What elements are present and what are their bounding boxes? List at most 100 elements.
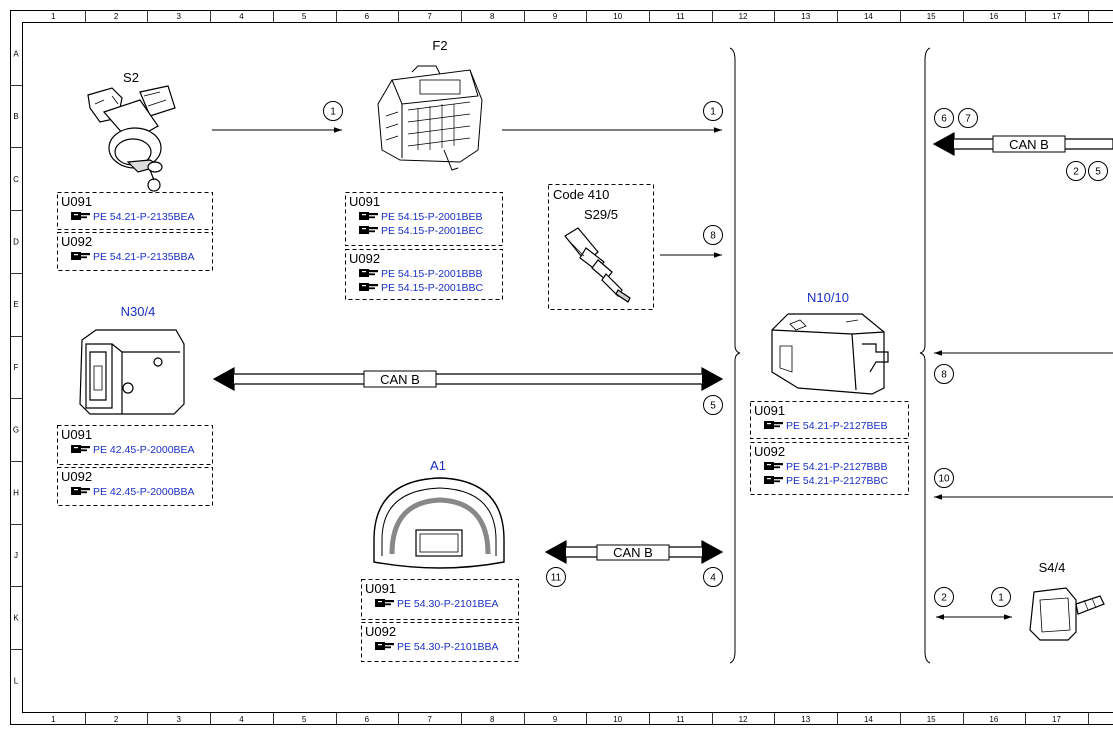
pointing-hand-icon [764, 476, 783, 484]
reference-link[interactable]: PE 54.21-P-2135BEA [93, 211, 195, 223]
variant-code: U091 [61, 427, 92, 442]
connection-marker: 11 [546, 567, 566, 587]
grid-column-label: 10 [613, 12, 622, 21]
connection-number: 1 [710, 107, 716, 118]
pointing-hand-icon [359, 212, 378, 220]
reference-link[interactable]: PE 54.21-P-2127BEB [786, 420, 888, 432]
pointing-hand-icon [359, 226, 378, 234]
n10-10-module-drawing [771, 313, 889, 395]
reference-link[interactable]: PE 54.21-P-2127BBB [786, 461, 888, 473]
component-label-s29-5: S29/5 [584, 207, 618, 222]
connection-marker: 5 [1088, 161, 1108, 181]
grid-column-label: 5 [302, 715, 307, 724]
s29-5-switch-drawing [564, 227, 631, 303]
connection-number: 5 [710, 401, 716, 412]
grid-column-label: 17 [1052, 715, 1061, 724]
grid-column-label: 4 [239, 12, 244, 21]
connection-marker: 5 [703, 395, 723, 415]
pointing-hand-icon [359, 283, 378, 291]
grid-column-label: 12 [739, 715, 748, 724]
grid-column-label: 4 [239, 715, 244, 724]
reference-link[interactable]: PE 42.45-P-2000BEA [93, 444, 195, 456]
n30-4-module-drawing [79, 329, 185, 415]
connection-number: 11 [551, 573, 562, 584]
variant-code: U091 [754, 403, 785, 418]
f2-fuse-box-drawing [377, 65, 483, 171]
pointing-hand-icon [764, 462, 783, 470]
reference-link[interactable]: PE 42.45-P-2000BBA [93, 486, 195, 498]
grid-column-label: 6 [365, 715, 370, 724]
grid-column-label: 17 [1052, 12, 1061, 21]
can-bus-label-right: CAN B [1009, 137, 1049, 152]
grid-column-label: 3 [177, 12, 182, 21]
connection-number: 1 [330, 107, 336, 118]
grid-column-label: 12 [739, 12, 748, 21]
s2-switch-drawing [87, 85, 176, 192]
connection-number: 10 [938, 474, 950, 485]
reference-link[interactable]: PE 54.15-P-2001BBB [381, 268, 483, 280]
reference-link[interactable]: PE 54.21-P-2127BBC [786, 475, 889, 487]
connection-number: 4 [710, 573, 716, 584]
grid-column-label: 1 [51, 715, 56, 724]
grid-column-label: 3 [177, 715, 182, 724]
grid-column-label: 16 [989, 12, 998, 21]
reference-link[interactable]: PE 54.15-P-2001BEC [381, 225, 484, 237]
can-bus-n30-4: CAN B [212, 366, 724, 392]
reference-link[interactable]: PE 54.30-P-2101BEA [397, 598, 499, 610]
pointing-hand-icon [71, 212, 90, 220]
grid-column-label: 13 [801, 715, 810, 724]
connection-number: 8 [710, 231, 716, 242]
code-410-label: Code 410 [553, 187, 609, 202]
component-label-s4-4: S4/4 [1039, 560, 1066, 575]
can-bus-label-n30-4: CAN B [380, 372, 420, 387]
variant-code: U092 [754, 444, 785, 459]
connection-marker: 10 [934, 468, 954, 488]
diagram-frame [10, 10, 1113, 725]
component-label-s2: S2 [123, 70, 139, 85]
variant-code: U092 [349, 251, 380, 266]
component-label-f2: F2 [432, 38, 447, 53]
component-label-a1: A1 [430, 458, 446, 473]
connection-marker: 2 [934, 587, 954, 607]
grid-column-label: 7 [427, 12, 432, 21]
grid-row-label: D [13, 237, 19, 246]
grid-column-label: 15 [927, 12, 936, 21]
reference-link[interactable]: PE 54.15-P-2001BEB [381, 211, 483, 223]
a1-instrument-cluster-drawing [373, 477, 505, 569]
reference-link[interactable]: PE 54.15-P-2001BBC [381, 282, 484, 294]
grid-column-label: 13 [801, 12, 810, 21]
can-bus-right: CAN B [932, 131, 1113, 157]
grid-column-label: 5 [302, 12, 307, 21]
connection-marker: 8 [703, 225, 723, 245]
grid-row-label: E [13, 300, 18, 309]
connection-number: 8 [941, 370, 947, 381]
variant-code: U091 [365, 581, 396, 596]
pointing-hand-icon [71, 445, 90, 453]
connection-marker: 1 [703, 101, 723, 121]
grid-row-label: A [13, 49, 19, 58]
reference-link[interactable]: PE 54.21-P-2135BBA [93, 251, 195, 263]
signal-arrows [212, 127, 1113, 620]
pointing-hand-icon [71, 252, 90, 260]
component-label-n10-10: N10/10 [807, 290, 849, 305]
connection-number: 2 [1073, 167, 1079, 178]
pointing-hand-icon [359, 269, 378, 277]
grid-column-label: 14 [864, 12, 873, 21]
reference-link[interactable]: PE 54.30-P-2101BBA [397, 641, 499, 653]
grid-column-label: 10 [613, 715, 622, 724]
s4-4-switch-drawing [1029, 587, 1105, 641]
connection-number: 6 [941, 114, 947, 125]
variant-code: U091 [349, 194, 380, 209]
